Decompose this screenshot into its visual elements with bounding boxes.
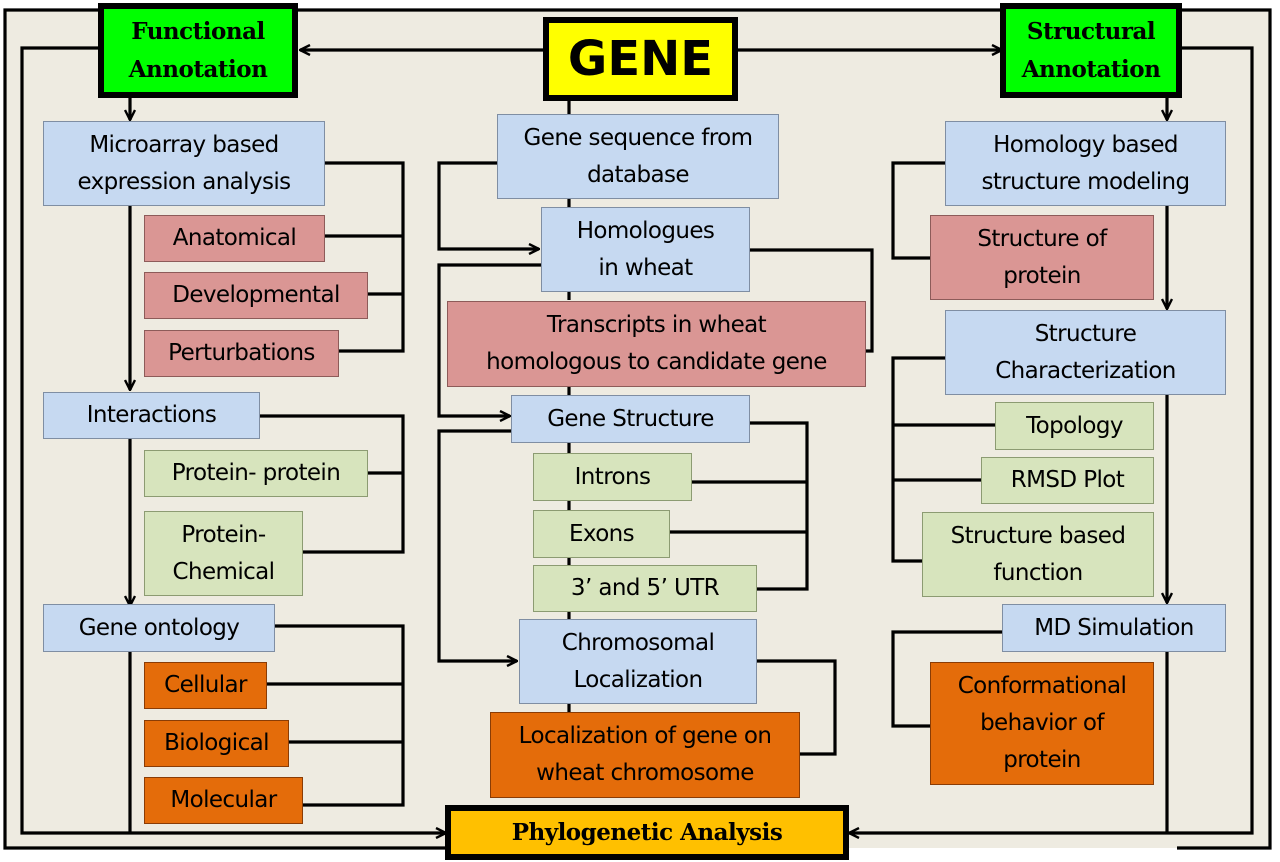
node-line: Microarray based — [89, 131, 279, 158]
node-label: RMSD Plot — [1010, 467, 1125, 493]
homology-modeling-node[interactable]: Homology based structure modeling — [945, 121, 1226, 206]
anatomical-node[interactable]: Anatomical — [144, 215, 325, 262]
node-label: Anatomical — [172, 225, 297, 251]
interactions-node[interactable]: Interactions — [43, 392, 260, 439]
node-label: Interactions — [86, 402, 217, 428]
outer-frame-line — [1177, 8, 1272, 850]
functional-annotation-header[interactable]: Functional Annotation — [98, 3, 298, 98]
header-line: Annotation — [128, 55, 268, 83]
header-line: Structural — [1026, 17, 1156, 45]
node-line: Localization of gene on — [518, 723, 772, 749]
homologues-node[interactable]: Homologues in wheat — [541, 207, 750, 292]
cellular-node[interactable]: Cellular — [144, 662, 267, 709]
molecular-node[interactable]: Molecular — [144, 777, 303, 824]
biological-node[interactable]: Biological — [144, 720, 289, 767]
homologues-transcripts-bracket — [750, 248, 874, 353]
node-line: homologous to candidate gene — [486, 349, 827, 375]
node-line: structure modeling — [981, 168, 1190, 195]
homology-bracket — [891, 161, 945, 260]
node-label: Exons — [568, 520, 635, 547]
footer-label: Phylogenetic Analysis — [511, 818, 783, 846]
functional-to-phylo-line — [20, 46, 446, 833]
gene-sequence-node[interactable]: Gene sequence from database — [497, 114, 779, 199]
node-line: Localization — [573, 666, 703, 693]
conformational-behavior-node[interactable]: Conformational behavior of protein — [930, 662, 1154, 785]
perturbations-node[interactable]: Perturbations — [144, 330, 339, 377]
node-line: wheat chromosome — [536, 760, 754, 786]
transcripts-node[interactable]: Transcripts in wheat homologous to candi… — [447, 301, 866, 387]
protein-protein-node[interactable]: Protein- protein — [144, 450, 368, 497]
gene-ontology-node[interactable]: Gene ontology — [43, 604, 275, 652]
node-line: Structure of — [977, 225, 1107, 252]
node-line: Transcripts in wheat — [546, 312, 767, 338]
structure-to-chromosomal-arrow — [437, 429, 517, 661]
md-simulation-node[interactable]: MD Simulation — [1002, 604, 1226, 652]
ontology-bracket — [275, 624, 405, 807]
chromosomal-bracket — [757, 659, 837, 756]
node-label: Gene ontology — [78, 614, 240, 641]
node-label: 3’ and 5’ UTR — [570, 575, 720, 601]
gene-header[interactable]: GENE — [543, 17, 738, 101]
protein-chemical-node[interactable]: Protein- Chemical — [144, 511, 303, 596]
rmsd-plot-node[interactable]: RMSD Plot — [981, 457, 1154, 504]
node-label: Developmental — [172, 282, 340, 308]
sequence-to-homologues-arrow — [437, 161, 539, 249]
node-label: Cellular — [164, 672, 247, 698]
introns-node[interactable]: Introns — [533, 453, 692, 501]
topology-node[interactable]: Topology — [995, 402, 1154, 450]
node-label: Topology — [1026, 412, 1123, 439]
node-line: behavior of — [980, 710, 1104, 736]
node-label: Protein- protein — [171, 460, 341, 486]
node-label: MD Simulation — [1034, 614, 1194, 641]
localization-on-chromosome-node[interactable]: Localization of gene on wheat chromosome — [490, 712, 800, 798]
node-line: in wheat — [598, 254, 693, 281]
node-label: Molecular — [170, 787, 277, 813]
phylogenetic-analysis-node[interactable]: Phylogenetic Analysis — [445, 805, 849, 860]
node-line: database — [587, 161, 689, 188]
node-line: Conformational — [957, 673, 1127, 699]
exons-node[interactable]: Exons — [533, 510, 670, 558]
node-line: Protein- — [181, 521, 266, 548]
gene-structure-node[interactable]: Gene Structure — [511, 395, 750, 443]
structure-based-function-node[interactable]: Structure based function — [922, 512, 1154, 597]
structural-annotation-header[interactable]: Structural Annotation — [1000, 3, 1182, 98]
node-line: Gene sequence from — [523, 124, 753, 151]
interactions-bracket — [260, 414, 405, 554]
node-line: Structure based — [950, 522, 1126, 549]
node-line: function — [993, 559, 1083, 586]
header-line: Functional — [131, 17, 265, 45]
node-label: Gene Structure — [547, 405, 714, 432]
outer-frame-line — [3, 8, 448, 850]
chromosomal-localization-node[interactable]: Chromosomal Localization — [519, 619, 757, 704]
node-line: Structure — [1034, 320, 1137, 347]
node-line: expression analysis — [77, 168, 291, 195]
node-line: Chromosomal — [561, 629, 715, 656]
utr-node[interactable]: 3’ and 5’ UTR — [533, 565, 757, 612]
microarray-analysis-node[interactable]: Microarray based expression analysis — [43, 121, 325, 206]
node-line: Characterization — [995, 357, 1176, 384]
node-line: protein — [1003, 262, 1081, 289]
node-line: Chemical — [172, 558, 276, 585]
node-label: Introns — [574, 463, 651, 490]
md-bracket — [891, 630, 1002, 728]
header-line: Annotation — [1021, 55, 1161, 83]
gene-structure-bracket — [750, 421, 809, 591]
node-label: Perturbations — [168, 340, 315, 366]
gene-title: GENE — [567, 31, 714, 87]
structure-of-protein-node[interactable]: Structure of protein — [930, 215, 1154, 300]
node-label: Biological — [164, 730, 269, 756]
microarray-bracket — [325, 161, 405, 353]
structural-to-phylo-line — [849, 46, 1254, 833]
structure-characterization-node[interactable]: Structure Characterization — [945, 310, 1226, 395]
node-line: protein — [1003, 747, 1081, 773]
node-line: Homology based — [993, 131, 1178, 158]
developmental-node[interactable]: Developmental — [144, 272, 368, 319]
characterization-bracket — [891, 356, 945, 563]
node-line: Homologues — [576, 217, 715, 244]
homologues-to-structure-arrow — [437, 263, 541, 416]
